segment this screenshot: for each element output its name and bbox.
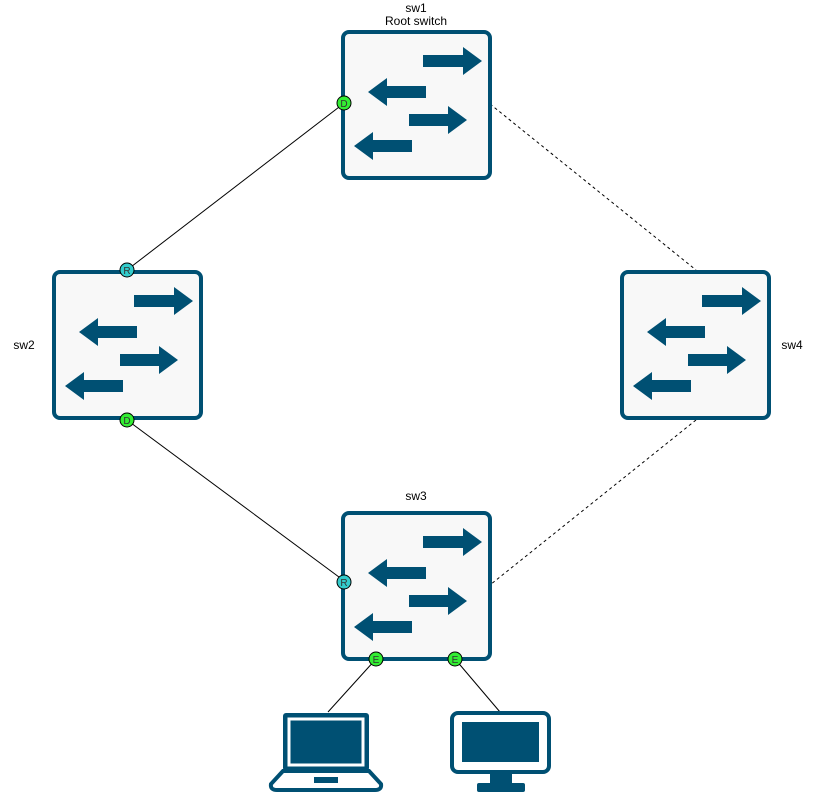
port-sw3-e2[interactable]: E [447, 651, 463, 667]
sw1-role: Root switch [385, 14, 447, 28]
monitor-icon[interactable] [450, 711, 551, 792]
link-sw3-monitor[interactable] [454, 658, 501, 713]
switch-sw2[interactable]: sw2 [13, 270, 203, 420]
link-sw2-sw3[interactable] [126, 419, 344, 581]
sw4-name: sw4 [781, 338, 803, 352]
port-sw1-d[interactable]: D [336, 95, 352, 111]
links [126, 103, 697, 713]
sw1-name: sw1 [405, 1, 427, 15]
port-sw2-d[interactable]: D [119, 412, 135, 428]
svg-text:D: D [340, 99, 347, 110]
svg-text:R: R [340, 578, 347, 589]
svg-text:R: R [123, 266, 130, 277]
laptop-icon[interactable] [268, 713, 384, 792]
svg-text:D: D [123, 416, 130, 427]
link-sw4-sw3[interactable] [489, 419, 697, 586]
svg-text:E: E [373, 655, 380, 666]
switch-sw1[interactable]: sw1 Root switch [341, 1, 492, 180]
link-sw1-sw2[interactable] [126, 103, 344, 271]
port-sw3-e1[interactable]: E [368, 651, 384, 667]
link-sw1-sw4[interactable] [489, 103, 697, 271]
port-sw3-r[interactable]: R [336, 574, 352, 590]
svg-text:E: E [452, 655, 459, 666]
link-sw3-laptop[interactable] [327, 658, 377, 713]
switch-sw3[interactable]: sw3 [341, 489, 492, 661]
sw3-name: sw3 [405, 489, 427, 503]
sw2-name: sw2 [13, 338, 35, 352]
switch-sw4[interactable]: sw4 [620, 270, 803, 420]
port-sw2-r[interactable]: R [119, 262, 135, 278]
